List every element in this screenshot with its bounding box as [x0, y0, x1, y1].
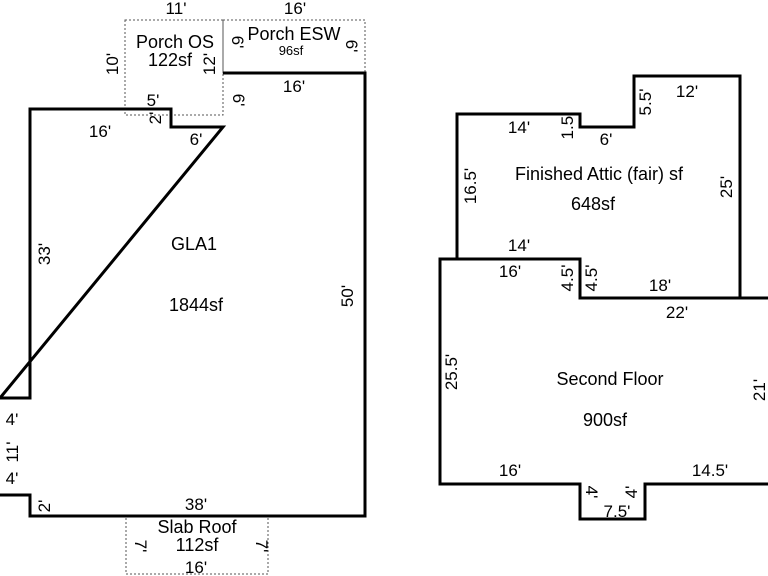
dim-label: 6' — [600, 130, 613, 149]
dim-label: 6' — [190, 130, 203, 149]
second-floor-outline — [438, 257, 768, 521]
dim-label: 4' — [6, 410, 19, 429]
dim-label: 12' — [676, 82, 698, 101]
dim-label: 7' — [131, 540, 150, 553]
porch-os-outline — [124, 19, 224, 116]
second-floor-label: Second Floor — [556, 369, 663, 389]
porch-os-area: 122sf — [148, 50, 193, 70]
dim-label: 16' — [89, 122, 111, 141]
dim-label: 4' — [582, 486, 601, 499]
dim-label: 21' — [750, 379, 768, 401]
dim-label: 16' — [283, 77, 305, 96]
dim-label: 14' — [508, 118, 530, 137]
porch-esw-area: 96sf — [279, 43, 304, 58]
dim-label: 4' — [6, 469, 19, 488]
dim-label: 4' — [622, 486, 641, 499]
dim-label: 5.5' — [636, 89, 655, 116]
dim-label: 25.5' — [442, 354, 461, 390]
dim-label: 6' — [342, 40, 361, 53]
dim-label: 4.5' — [558, 265, 577, 292]
dim-label: 50' — [338, 285, 357, 307]
attic-outline — [455, 74, 742, 298]
porch-esw-label: Porch ESW — [247, 24, 340, 44]
gla1-area: 1844sf — [169, 295, 224, 315]
dim-label: 7' — [252, 540, 271, 553]
slab-roof-area: 112sf — [176, 535, 220, 555]
dim-label: 2' — [146, 112, 165, 125]
dim-label: 16' — [499, 262, 521, 281]
dim-label: 1.5' — [558, 113, 577, 140]
dim-label: 18' — [649, 276, 671, 295]
dim-label: 4.5' — [582, 265, 601, 292]
dim-label: 25' — [717, 176, 736, 198]
dim-label: 10' — [103, 53, 122, 75]
dim-label: 5' — [147, 91, 160, 110]
dim-label: 33' — [35, 243, 54, 265]
slab-roof-label: Slab Roof — [157, 517, 237, 537]
porch-os-label: Porch OS — [136, 32, 214, 52]
dim-label: 16' — [499, 461, 521, 480]
dim-label: 7.5' — [604, 502, 631, 521]
attic-label: Finished Attic (fair) sf — [515, 164, 684, 184]
dim-label: 6' — [229, 94, 248, 107]
attic-area: 648sf — [571, 194, 616, 214]
dim-label: 12' — [200, 53, 219, 75]
gla1-outline — [0, 71, 367, 518]
dim-label: 11' — [3, 442, 22, 463]
dim-label: 16.5' — [461, 168, 480, 204]
dim-label: 14.5' — [692, 461, 728, 480]
dim-label: 11' — [166, 0, 187, 18]
dim-label: 14' — [508, 236, 530, 255]
dim-label: 2' — [35, 500, 54, 513]
dim-label: 16' — [284, 0, 306, 18]
second-floor-area: 900sf — [583, 410, 628, 430]
dim-label: 22' — [666, 303, 688, 322]
dim-label: 38' — [185, 495, 207, 514]
dim-label: 16' — [185, 558, 207, 576]
dim-label: 6' — [228, 36, 247, 49]
gla1-label: GLA1 — [171, 234, 217, 254]
